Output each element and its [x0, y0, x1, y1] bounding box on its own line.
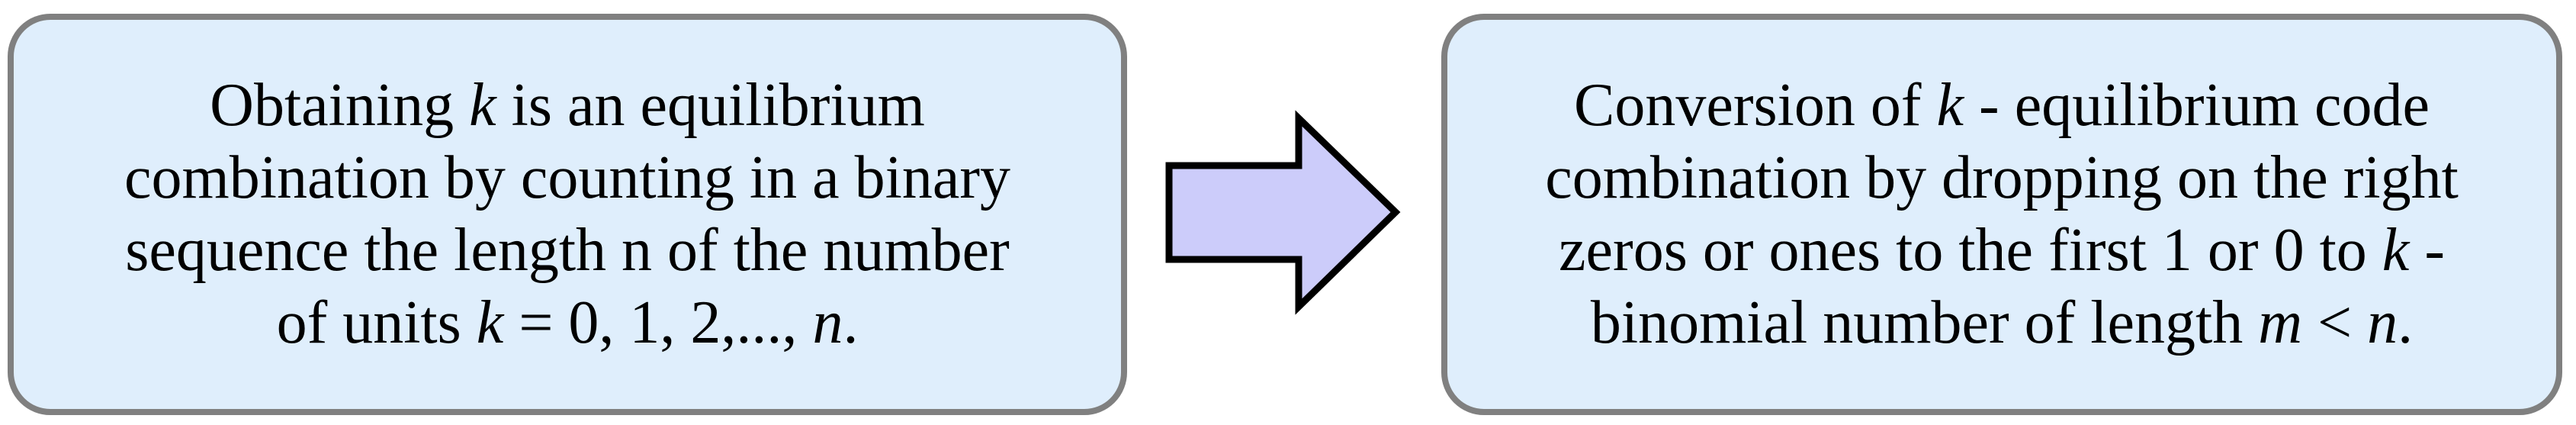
text-run: . — [2398, 289, 2414, 356]
math-variable: n — [812, 289, 843, 356]
text-run: zeros or ones to the first 1 or 0 to — [1559, 217, 2382, 284]
text-run: sequence the length n of the number — [125, 217, 1010, 284]
text-run: Obtaining — [210, 72, 470, 139]
text-run: = 0, 1, 2,..., — [503, 289, 813, 356]
text-line: Obtaining k is an equilibrium — [210, 69, 925, 142]
math-variable: k — [469, 72, 496, 139]
text-run: is an equilibrium — [496, 72, 925, 139]
text-run: combination by dropping on the right — [1545, 144, 2459, 211]
math-variable: k — [476, 289, 504, 356]
math-variable: k — [2382, 217, 2410, 284]
arrow-right-icon — [1165, 110, 1401, 315]
text-line: Conversion of k - equilibrium code — [1574, 69, 2430, 142]
text-line: of units k = 0, 1, 2,..., n. — [277, 287, 859, 359]
text-run: of units — [276, 289, 477, 356]
text-run: < — [2302, 289, 2368, 356]
text-line: sequence the length n of the number — [125, 214, 1010, 287]
text-run: - — [2409, 217, 2445, 284]
text-line: combination by counting in a binary — [124, 142, 1010, 214]
math-variable: k — [1936, 72, 1964, 139]
math-variable: m — [2258, 289, 2303, 356]
text-run: Conversion of — [1574, 72, 1937, 139]
text-run: - equilibrium code — [1964, 72, 2430, 139]
text-line: combination by dropping on the right — [1545, 142, 2459, 214]
text-line: binomial number of length m < n. — [1591, 287, 2413, 359]
math-variable: n — [2367, 289, 2398, 356]
text-run: binomial number of length — [1590, 289, 2259, 356]
text-run: combination by counting in a binary — [124, 144, 1010, 211]
text-line: zeros or ones to the first 1 or 0 to k - — [1559, 214, 2445, 287]
text-run: . — [843, 289, 859, 356]
